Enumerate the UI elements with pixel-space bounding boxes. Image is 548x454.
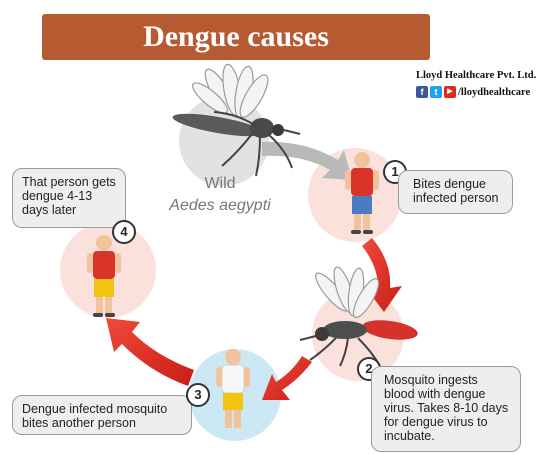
center-label-species: Aedes aegypti	[160, 195, 280, 217]
step-2-callout: Mosquito ingests blood with dengue virus…	[371, 366, 521, 452]
center-label: Wild Aedes aegypti	[160, 173, 280, 217]
step-4-number: 4	[112, 220, 136, 244]
center-label-line1: Wild	[204, 175, 235, 192]
step-3-number: 3	[186, 383, 210, 407]
step-3-callout: Dengue infected mosquito bites another p…	[12, 395, 192, 435]
brand-name: Lloyd Healthcare Pvt. Ltd.	[416, 70, 536, 81]
social-links: f t ▶ /lloydhealthcare	[416, 85, 530, 99]
facebook-icon[interactable]: f	[416, 86, 428, 98]
red-arrow-3-to-4	[106, 318, 194, 386]
page-title: Dengue causes	[42, 14, 430, 60]
social-handle: /lloydhealthcare	[458, 87, 530, 98]
step-4-callout: That person gets dengue 4-13 days later	[12, 168, 126, 228]
twitter-icon[interactable]: t	[430, 86, 442, 98]
step-1-callout: Bites dengue infected person	[398, 170, 513, 214]
youtube-icon[interactable]: ▶	[444, 86, 456, 98]
